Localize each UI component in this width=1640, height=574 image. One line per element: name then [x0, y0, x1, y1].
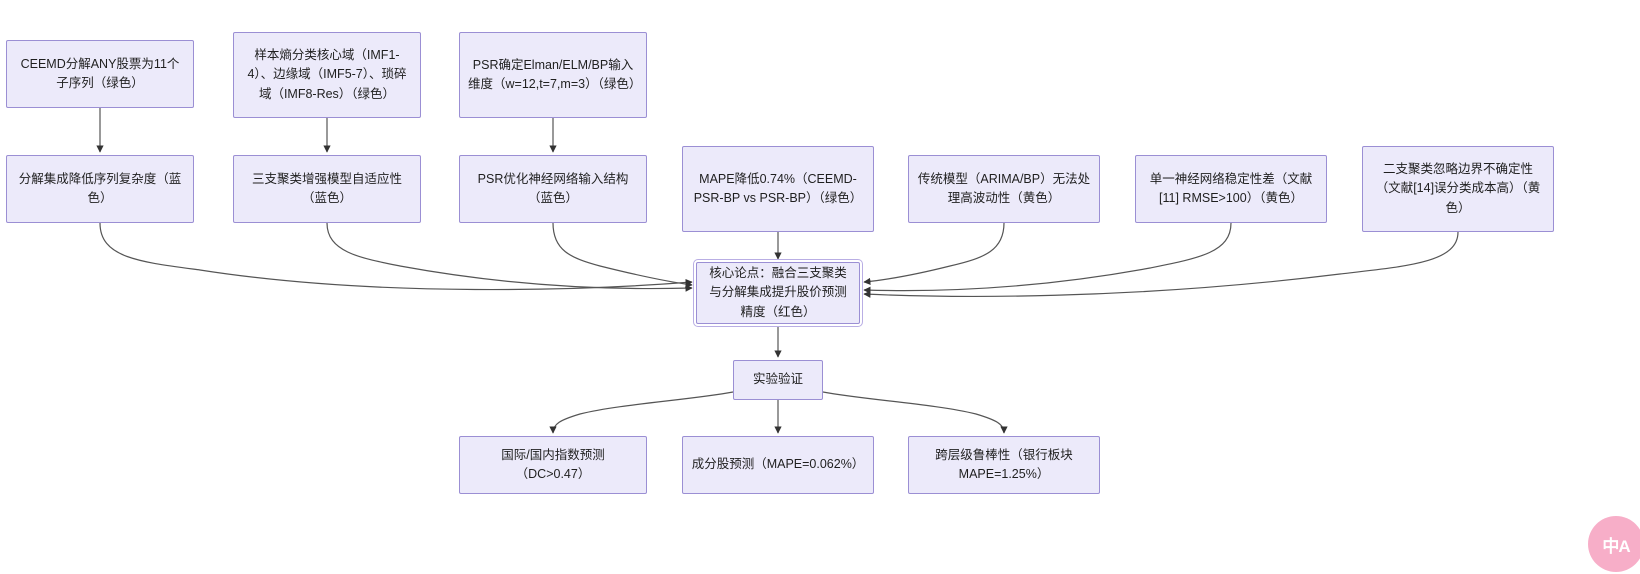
edge-n6-n11 [552, 222, 693, 288]
edge-n12-n15 [822, 391, 1008, 434]
node-single-network-instability-gap[interactable]: 单一神经网络稳定性差（文献[11] RMSE>100）（黄色） [1135, 155, 1327, 223]
edge-n5-n11 [326, 222, 693, 292]
edge-n8-n11 [863, 222, 1005, 285]
node-label: 二支聚类忽略边界不确定性（文献[14]误分类成本高）（黄色） [1375, 161, 1541, 215]
node-experimental-validation[interactable]: 实验验证 [733, 360, 823, 400]
watermark-badge: 中A [1588, 516, 1640, 572]
node-result-cross-level-robustness[interactable]: 跨层级鲁棒性（银行板块MAPE=1.25%） [908, 436, 1100, 494]
node-mape-reduction-evidence[interactable]: MAPE降低0.74%（CEEMD-PSR-BP vs PSR-BP）（绿色） [682, 146, 874, 232]
node-result-index-forecast[interactable]: 国际/国内指数预测（DC>0.47） [459, 436, 647, 494]
node-core-thesis[interactable]: 核心论点：融合三支聚类与分解集成提升股价预测精度（红色） [693, 259, 863, 327]
edge-n10-n11 [863, 231, 1459, 298]
node-label: 核心论点：融合三支聚类与分解集成提升股价预测精度（红色） [709, 265, 847, 319]
node-psr-optimize-structure[interactable]: PSR优化神经网络输入结构（蓝色） [459, 155, 647, 223]
node-two-way-clustering-gap[interactable]: 二支聚类忽略边界不确定性（文献[14]误分类成本高）（黄色） [1362, 146, 1554, 232]
node-label: 分解集成降低序列复杂度（蓝色） [18, 171, 182, 205]
node-label: MAPE降低0.74%（CEEMD-PSR-BP vs PSR-BP）（绿色） [693, 171, 863, 205]
node-label: 三支聚类增强模型自适应性（蓝色） [251, 171, 402, 205]
node-psr-input-dimension[interactable]: PSR确定Elman/ELM/BP输入维度（w=12,t=7,m=3）（绿色） [459, 32, 647, 118]
node-label: 实验验证 [752, 372, 803, 387]
node-label: 单一神经网络稳定性差（文献[11] RMSE>100）（黄色） [1149, 171, 1313, 205]
edge-n9-n11 [863, 222, 1232, 294]
node-label: PSR优化神经网络输入结构（蓝色） [477, 171, 629, 205]
node-reduce-complexity[interactable]: 分解集成降低序列复杂度（蓝色） [6, 155, 194, 223]
node-three-way-clustering-adaptive[interactable]: 三支聚类增强模型自适应性（蓝色） [233, 155, 421, 223]
node-sample-entropy-classify[interactable]: 样本熵分类核心域（IMF1-4）、边缘域（IMF5-7）、琐碎域（IMF8-Re… [233, 32, 421, 118]
node-label: 样本熵分类核心域（IMF1-4）、边缘域（IMF5-7）、琐碎域（IMF8-Re… [247, 47, 407, 101]
node-traditional-model-gap[interactable]: 传统模型（ARIMA/BP）无法处理高波动性（黄色） [908, 155, 1100, 223]
watermark-label: 中A [1602, 536, 1630, 556]
node-ceemd-decompose[interactable]: CEEMD分解ANY股票为11个子序列（绿色） [6, 40, 194, 108]
node-label: 国际/国内指数预测（DC>0.47） [501, 447, 605, 481]
node-label: CEEMD分解ANY股票为11个子序列（绿色） [20, 56, 180, 90]
edge-n4-n11 [99, 222, 693, 291]
node-label: 成分股预测（MAPE=0.062%） [691, 457, 865, 472]
node-label: 传统模型（ARIMA/BP）无法处理高波动性（黄色） [917, 171, 1091, 205]
node-label: 跨层级鲁棒性（银行板块MAPE=1.25%） [935, 447, 1073, 481]
node-result-constituent-stock-forecast[interactable]: 成分股预测（MAPE=0.062%） [682, 436, 874, 494]
node-label: PSR确定Elman/ELM/BP输入维度（w=12,t=7,m=3）（绿色） [468, 57, 642, 91]
edge-n12-n13 [549, 391, 734, 434]
